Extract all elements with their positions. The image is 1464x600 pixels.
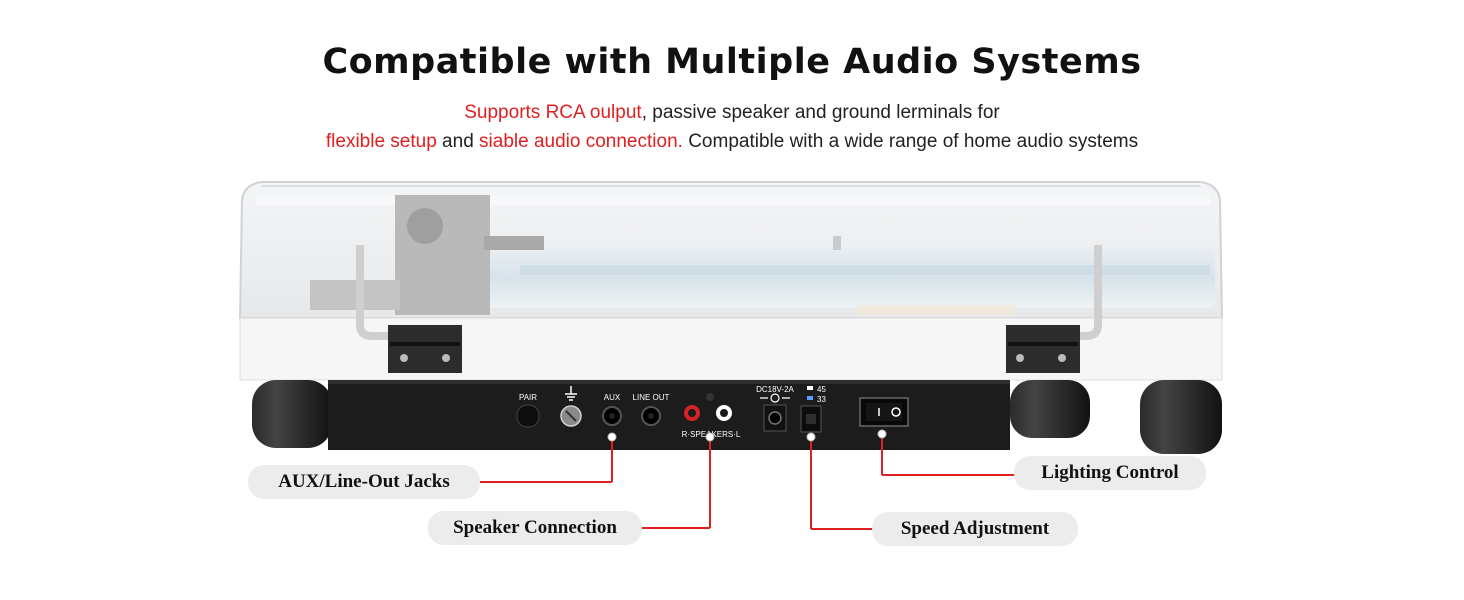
callout-speed-adjustment: Speed Adjustment — [872, 512, 1078, 546]
highlight-audio-connection: siable audio connection. — [479, 131, 683, 152]
left-hinge — [388, 325, 462, 373]
subtitle-line-1: Supports RCA oulput, passive speaker and… — [0, 102, 1464, 124]
line-out-label: LINE OUT — [633, 393, 670, 402]
platter — [470, 248, 1215, 308]
subtitle-text: Compatible with a wide range of home aud… — [682, 131, 1139, 152]
speed-45-label: 45 — [817, 385, 826, 394]
right-foot — [1140, 380, 1222, 454]
ground-icon — [565, 386, 577, 401]
pair-label: PAIR — [519, 393, 537, 402]
page-title: Compatible with Multiple Audio Systems — [322, 42, 1142, 82]
subtitle-line-2: flexible setup and siable audio connecti… — [0, 131, 1464, 153]
callout-aux-line-out: AUX/Line-Out Jacks — [248, 465, 480, 499]
callout-speaker-connection: Speaker Connection — [428, 511, 642, 545]
subtitle-text: , passive speaker and ground lerminals f… — [641, 102, 1000, 123]
callout-lighting-control: Lighting Control — [1014, 456, 1206, 490]
tonearm-base — [395, 195, 490, 315]
left-foot — [252, 380, 332, 448]
pair-button[interactable] — [516, 404, 540, 428]
center-foot — [1010, 380, 1090, 438]
dc-label: DC18V-2A — [756, 385, 794, 394]
right-hinge — [1006, 325, 1080, 373]
subtitle-text: and — [436, 131, 480, 152]
highlight-flexible-setup: flexible setup — [325, 131, 437, 152]
highlight-rca-output: Supports RCA oulput — [464, 102, 642, 123]
aux-label: AUX — [604, 393, 621, 402]
speed-33-label: 33 — [817, 395, 826, 404]
